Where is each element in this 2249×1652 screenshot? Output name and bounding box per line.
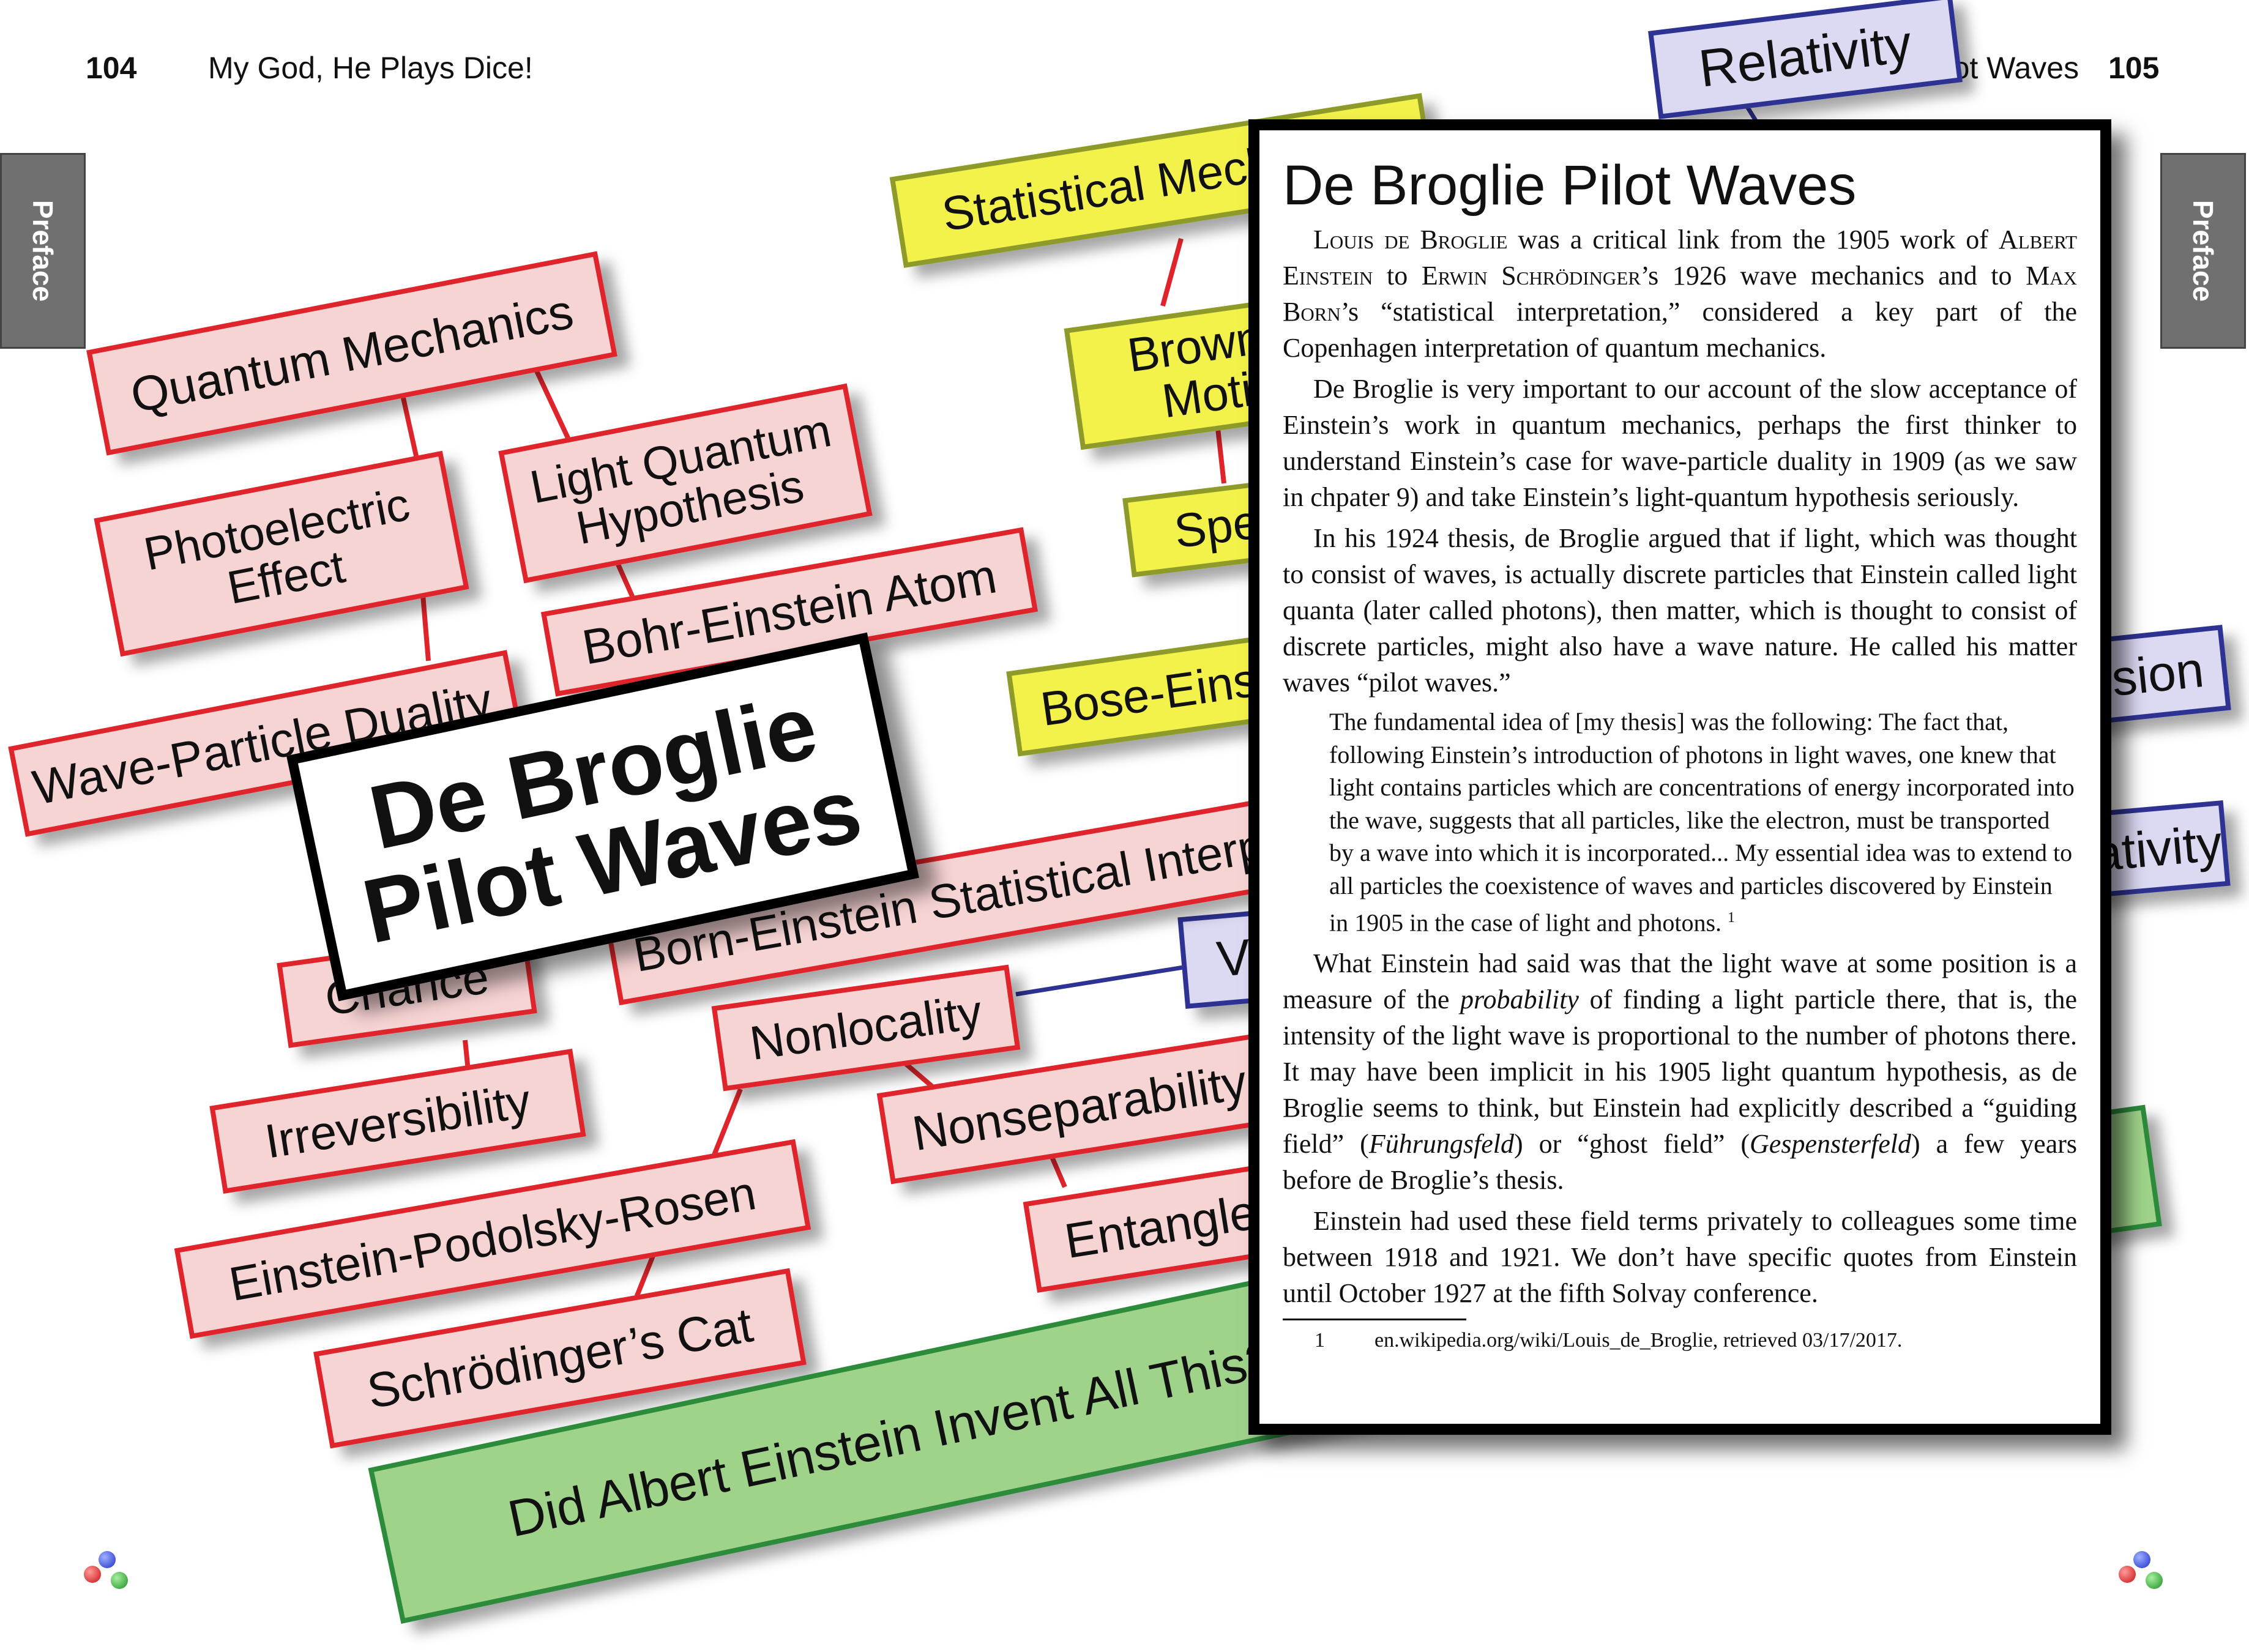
left-preface-tab[interactable]: Preface bbox=[0, 153, 86, 349]
connector-photoelectric-waveparticle bbox=[420, 587, 431, 661]
footnote-rule bbox=[1283, 1319, 1466, 1321]
footnote-link[interactable]: en.wikipedia.org/wiki/Louis_de_Broglie, … bbox=[1374, 1329, 1903, 1352]
right-page-number: 105 bbox=[2108, 51, 2160, 85]
right-logo-dots-icon bbox=[2117, 1551, 2166, 1600]
connector-stat-brownian bbox=[1160, 237, 1184, 307]
article-panel: De Broglie Pilot Waves Louis de Broglie … bbox=[1248, 119, 2111, 1435]
article-heading: De Broglie Pilot Waves bbox=[1283, 154, 1857, 217]
block-quote: The fundamental idea of [my thesis] was … bbox=[1329, 708, 2075, 937]
paragraph-4: What Einstein had said was that the ligh… bbox=[1283, 948, 2077, 1196]
connector-brownian-specific bbox=[1215, 428, 1226, 484]
footnote: 1 en.wikipedia.org/wiki/Louis_de_Broglie… bbox=[1315, 1329, 1903, 1352]
connector-nonlocality-v bbox=[1015, 964, 1188, 997]
paragraph-3: In his 1924 thesis, de Broglie argued th… bbox=[1283, 523, 2077, 698]
paragraph-5: Einstein had used these field terms priv… bbox=[1283, 1206, 2077, 1309]
paragraph-1: Louis de Broglie was a critical link fro… bbox=[1283, 225, 2077, 363]
left-running-title: My God, He Plays Dice! bbox=[208, 51, 533, 85]
left-logo-dots-icon bbox=[83, 1551, 132, 1600]
left-page-number: 104 bbox=[86, 51, 137, 85]
paragraph-2: De Broglie is very important to our acco… bbox=[1283, 374, 2077, 513]
footnote-ref: 1 bbox=[1728, 910, 1736, 926]
right-preface-tab[interactable]: Preface bbox=[2160, 153, 2246, 349]
